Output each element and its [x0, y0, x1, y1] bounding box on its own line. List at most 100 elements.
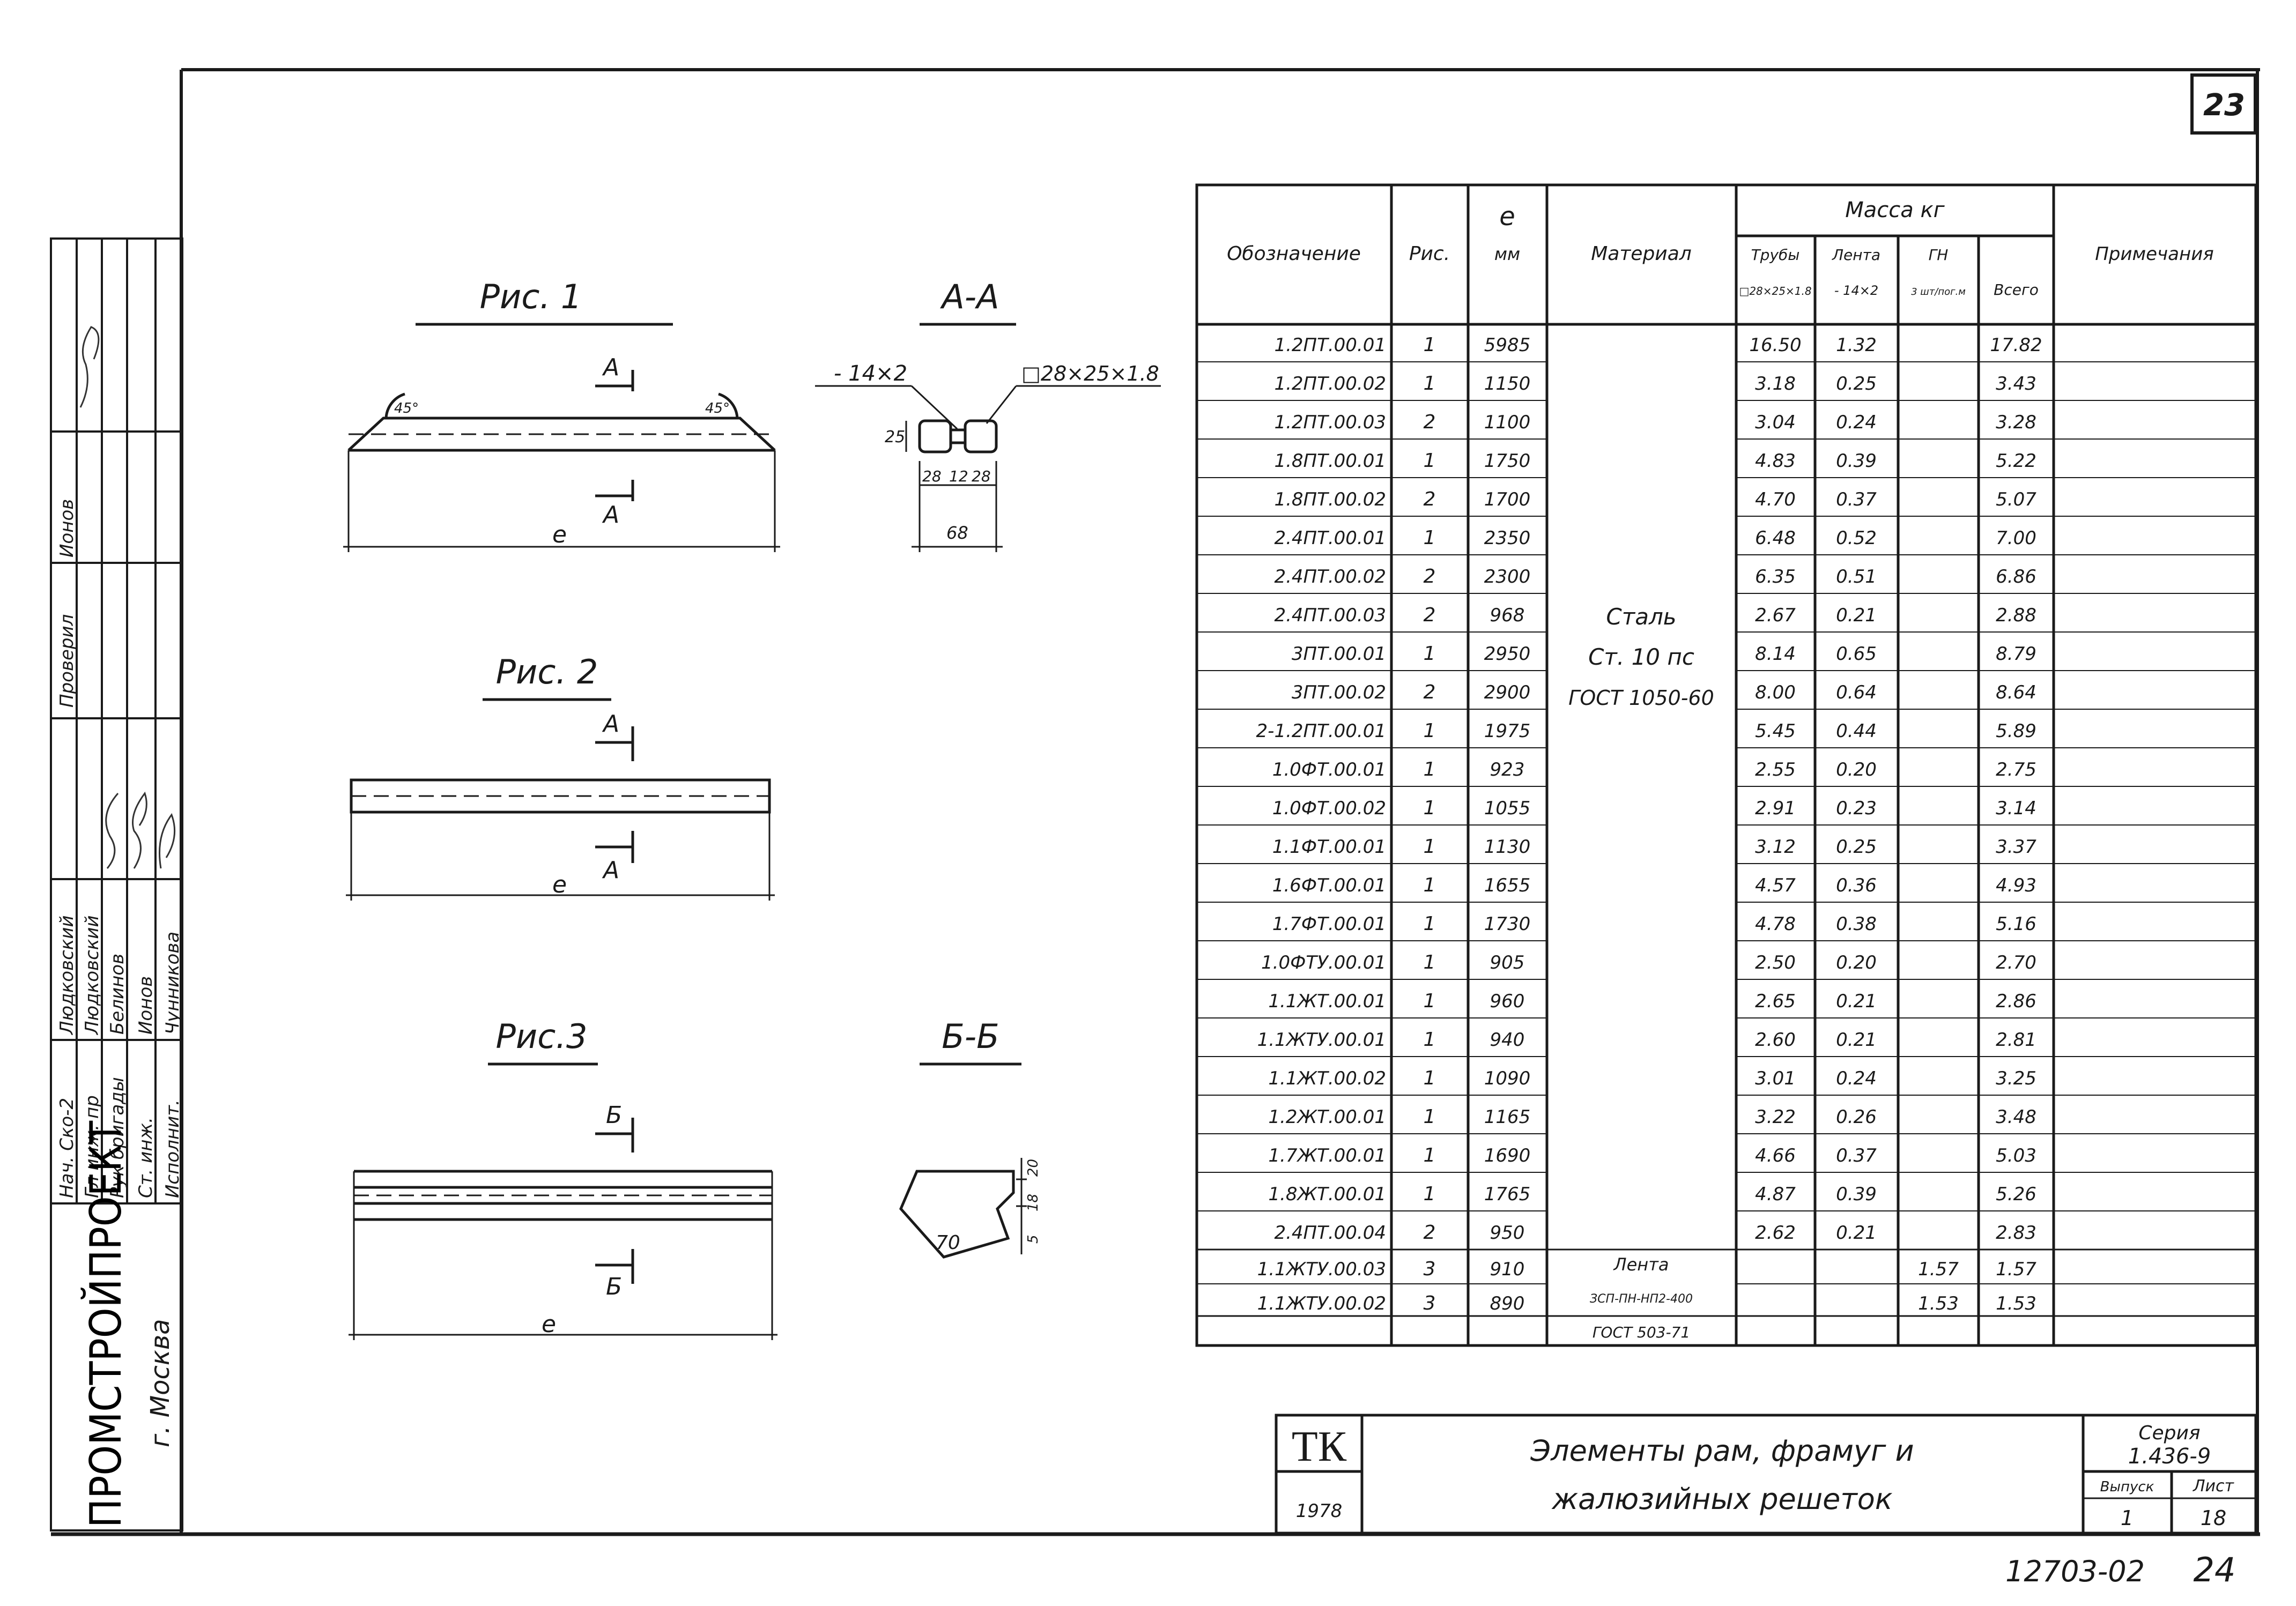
cell-total: 2.70 [1996, 952, 2036, 973]
section-aa-dim-a: 28 [922, 467, 942, 485]
cell-designation: 2-1.2ПТ.00.01 [1256, 720, 1386, 742]
fig3-section-top: Б [606, 1102, 622, 1129]
cell-designation: 1.1ЖТУ.00.01 [1257, 1029, 1386, 1051]
cell-length: 2950 [1484, 643, 1531, 665]
cell-total: 2.86 [1996, 991, 2036, 1012]
cell-tubes: 2.55 [1755, 759, 1796, 780]
cell-fig: 1 [1424, 759, 1436, 780]
cell-fig: 1 [1424, 643, 1436, 665]
header-strip: Лента [1832, 246, 1880, 264]
cell-designation: 1.1ЖТ.00.02 [1268, 1068, 1386, 1089]
stamp-name-2: Белинов [107, 954, 128, 1035]
cell-tubes: 4.66 [1755, 1145, 1796, 1166]
cell-total: 2.81 [1996, 1029, 2036, 1051]
cell-total: 5.26 [1996, 1184, 2036, 1205]
cell-designation: 1.7ФТ.00.01 [1272, 913, 1386, 935]
cell-fig: 1 [1424, 1029, 1436, 1051]
cell-fig: 1 [1424, 951, 1436, 973]
cell-strip: 0.39 [1836, 1184, 1877, 1205]
cell-length: 890 [1490, 1293, 1525, 1314]
fig2-section-bottom: А [602, 857, 619, 884]
cell-tubes: 8.14 [1755, 643, 1796, 665]
cell-strip: 0.24 [1836, 1068, 1877, 1089]
cell-designation: 2.4ПТ.00.03 [1274, 605, 1386, 626]
section-aa-dim-h: 25 [885, 428, 905, 447]
cell-fig: 1 [1424, 990, 1436, 1012]
cell-tubes: 3.12 [1755, 836, 1796, 858]
cell-length: 968 [1490, 605, 1525, 626]
cell-fig: 1 [1424, 527, 1436, 549]
cell-strip: 0.20 [1836, 952, 1877, 973]
cell-designation: 1.6ФТ.00.01 [1272, 875, 1386, 896]
cell-total: 5.03 [1996, 1145, 2036, 1166]
material-tape-2: ГОСТ 503-71 [1593, 1324, 1690, 1341]
cell-length: 1090 [1484, 1068, 1531, 1089]
cell-total: 1.53 [1996, 1293, 2036, 1314]
material-tape-0: Лента [1613, 1254, 1669, 1275]
cell-tubes: 3.18 [1755, 373, 1796, 395]
fig1-angle-left: 45° [394, 400, 419, 417]
stamp-name-3: Ионов [135, 976, 157, 1035]
cell-strip: 0.37 [1836, 1145, 1877, 1166]
cell-total: 3.43 [1996, 373, 2036, 395]
cell-length: 1655 [1484, 875, 1531, 896]
cell-designation: 1.2ПТ.00.02 [1274, 373, 1386, 395]
cell-fig: 1 [1424, 836, 1436, 858]
cell-length: 1700 [1484, 489, 1531, 510]
header-fig: Рис. [1409, 243, 1450, 265]
stamp-role-3: Ст. инж. [135, 1117, 157, 1198]
cell-gn: 1.57 [1918, 1259, 1959, 1280]
stamp-role-0: Нач. Ско-2 [56, 1098, 78, 1198]
header-material: Материал [1591, 243, 1692, 265]
header-total: Всего [1994, 281, 2039, 299]
cell-fig: 2 [1424, 488, 1436, 510]
fig2-section-top: А [602, 710, 619, 738]
material-main-2: ГОСТ 1050-60 [1568, 686, 1714, 710]
cell-designation: 3ПТ.00.01 [1292, 643, 1386, 665]
signature-scribbles [79, 326, 176, 869]
cell-fig: 2 [1424, 566, 1436, 588]
cell-designation: 1.7ЖТ.00.01 [1268, 1145, 1386, 1166]
figure-2: Рис. 2 А А е [346, 652, 775, 901]
cell-strip: 1.32 [1836, 334, 1877, 356]
cell-designation: 1.1ЖТ.00.01 [1268, 991, 1386, 1012]
cell-designation: 2.4ПТ.00.01 [1274, 527, 1386, 549]
cell-total: 5.89 [1996, 720, 2036, 742]
title-line-2: жалюзийных решеток [1551, 1482, 1893, 1516]
stamp-upper-1: Ионов [56, 499, 78, 557]
cell-strip: 0.23 [1836, 798, 1877, 819]
cell-length: 2350 [1484, 527, 1531, 549]
cell-total: 8.64 [1996, 682, 2036, 703]
cell-fig: 1 [1424, 720, 1436, 742]
issue-value: 1 [2121, 1506, 2134, 1530]
cell-total: 3.28 [1996, 412, 2036, 433]
cell-total: 5.07 [1996, 489, 2036, 510]
cell-tubes: 4.83 [1755, 450, 1796, 472]
cell-length: 2300 [1484, 566, 1531, 588]
cell-tubes: 3.22 [1755, 1106, 1796, 1128]
cell-strip: 0.65 [1836, 643, 1877, 665]
cell-fig: 1 [1424, 874, 1436, 896]
tk-year: 1978 [1296, 1500, 1343, 1522]
cell-tubes: 4.57 [1755, 875, 1796, 896]
series-label: Серия [2138, 1422, 2200, 1444]
cell-fig: 1 [1424, 1106, 1436, 1128]
material-tape-1: ЗСП-ПН-НП2-400 [1590, 1292, 1693, 1306]
cell-designation: 1.8ЖТ.00.01 [1268, 1184, 1386, 1205]
cell-designation: 1.2ПТ.00.01 [1274, 334, 1386, 356]
section-bb-title: Б-Б [942, 1017, 999, 1056]
cell-length: 940 [1490, 1029, 1525, 1051]
cell-strip: 0.44 [1836, 720, 1877, 742]
title-line-1: Элементы рам, фрамуг и [1530, 1434, 1914, 1468]
cell-designation: 1.0ФТ.00.01 [1272, 759, 1386, 780]
cell-length: 960 [1490, 991, 1525, 1012]
cell-strip: 0.21 [1836, 991, 1877, 1012]
cell-total: 17.82 [1990, 334, 2042, 356]
